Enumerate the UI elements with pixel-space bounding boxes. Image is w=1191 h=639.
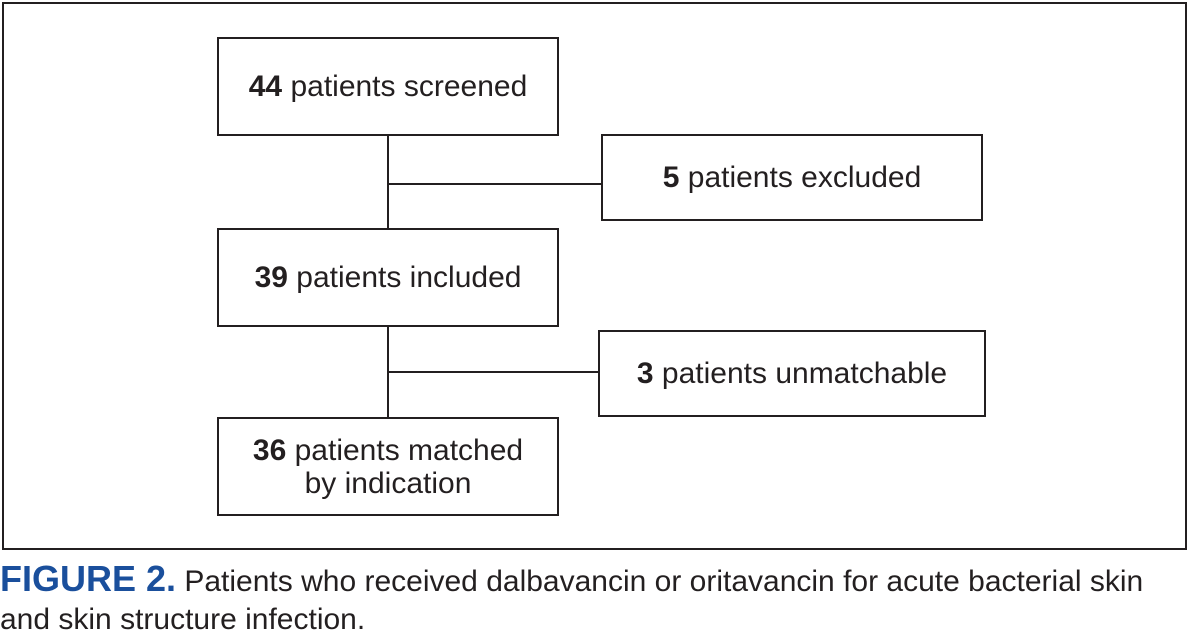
screened-label: patients screened <box>282 70 528 103</box>
box-patients-matched: 36 patients matched by indication <box>217 417 559 516</box>
excluded-count: 5 <box>662 161 680 194</box>
box-patients-excluded: 5 patients excluded <box>601 134 983 221</box>
matched-label: patients matched <box>286 433 524 467</box>
figure-frame <box>2 2 1187 550</box>
matched-label-line2: by indication <box>304 466 472 500</box>
excluded-label: patients excluded <box>679 161 922 194</box>
figure-label: FIGURE 2. <box>0 558 177 599</box>
matched-count: 36 <box>252 433 287 467</box>
box-patients-unmatchable: 3 patients unmatchable <box>598 330 986 417</box>
included-count: 39 <box>254 261 288 294</box>
connector-to-excluded <box>387 183 603 185</box>
unmatchable-label: patients unmatchable <box>653 357 948 390</box>
included-label: patients included <box>287 261 522 294</box>
screened-count: 44 <box>248 70 283 103</box>
unmatchable-count: 3 <box>636 357 654 390</box>
box-patients-screened: 44 patients screened <box>217 37 559 136</box>
figure-caption-text: Patients who received dalbavancin or ori… <box>0 565 1144 636</box>
box-patients-included: 39 patients included <box>217 228 559 327</box>
connector-screened-to-included <box>387 134 389 230</box>
figure-caption: FIGURE 2. Patients who received dalbavan… <box>0 560 1191 639</box>
connector-to-unmatchable <box>387 371 600 373</box>
